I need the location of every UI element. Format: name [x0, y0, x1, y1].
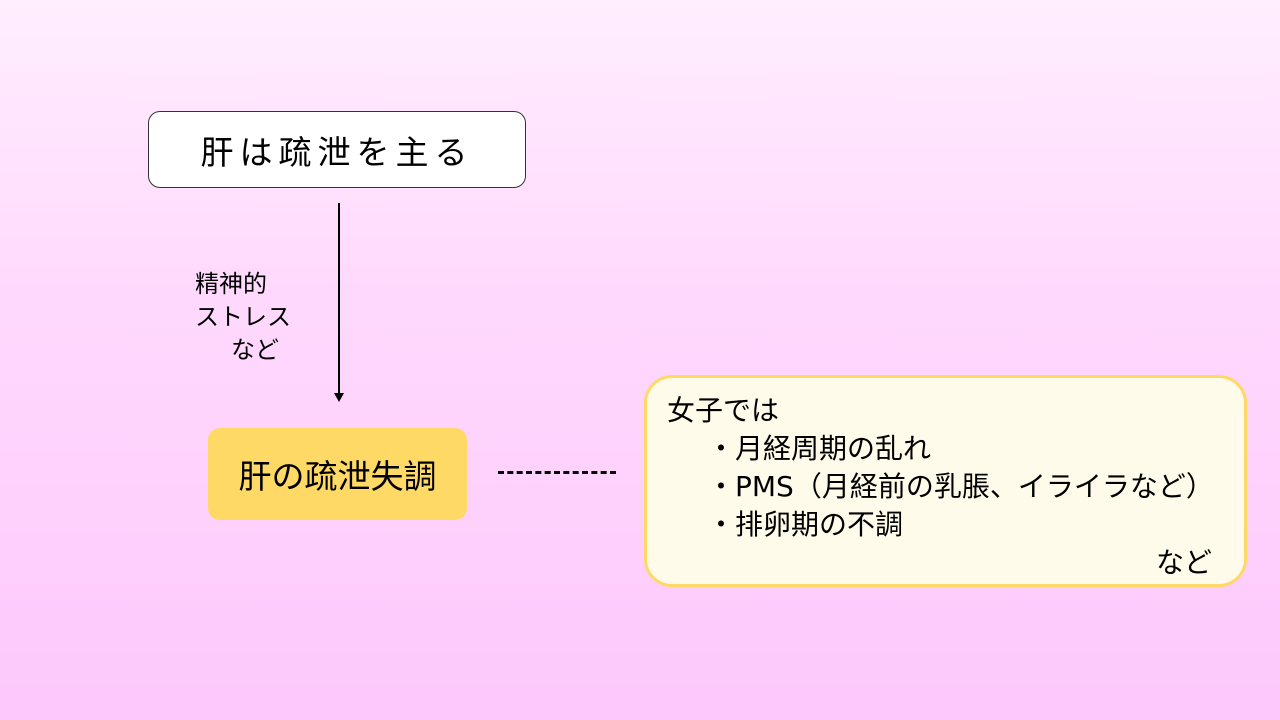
- cause-line-2: ストレス: [195, 303, 291, 331]
- liver-function-text: 肝は疏泄を主る: [200, 132, 474, 172]
- dysfunction-text: 肝の疏泄失調: [238, 457, 437, 496]
- cause-line-1: 精神的: [195, 270, 267, 298]
- symptom-item-3: ・排卵期の不調: [707, 508, 904, 541]
- symptom-item-1: ・月経周期の乱れ: [707, 432, 932, 465]
- down-arrow-line: [338, 203, 340, 395]
- cause-label: 精神的 ストレス など: [195, 268, 291, 367]
- symptoms-box: 女子では ・月経周期の乱れ ・PMS（月経前の乳脹、イライラなど） ・排卵期の不…: [644, 375, 1247, 587]
- symptoms-title: 女子では: [667, 394, 780, 427]
- liver-function-box: 肝は疏泄を主る: [148, 111, 526, 188]
- dysfunction-box: 肝の疏泄失調: [208, 428, 467, 520]
- symptom-item-2: ・PMS（月経前の乳脹、イライラなど）: [707, 470, 1214, 503]
- dashed-connector: [498, 471, 616, 474]
- symptoms-tail: など: [1155, 546, 1212, 579]
- cause-line-3: など: [231, 336, 279, 364]
- down-arrow-head: [334, 393, 344, 402]
